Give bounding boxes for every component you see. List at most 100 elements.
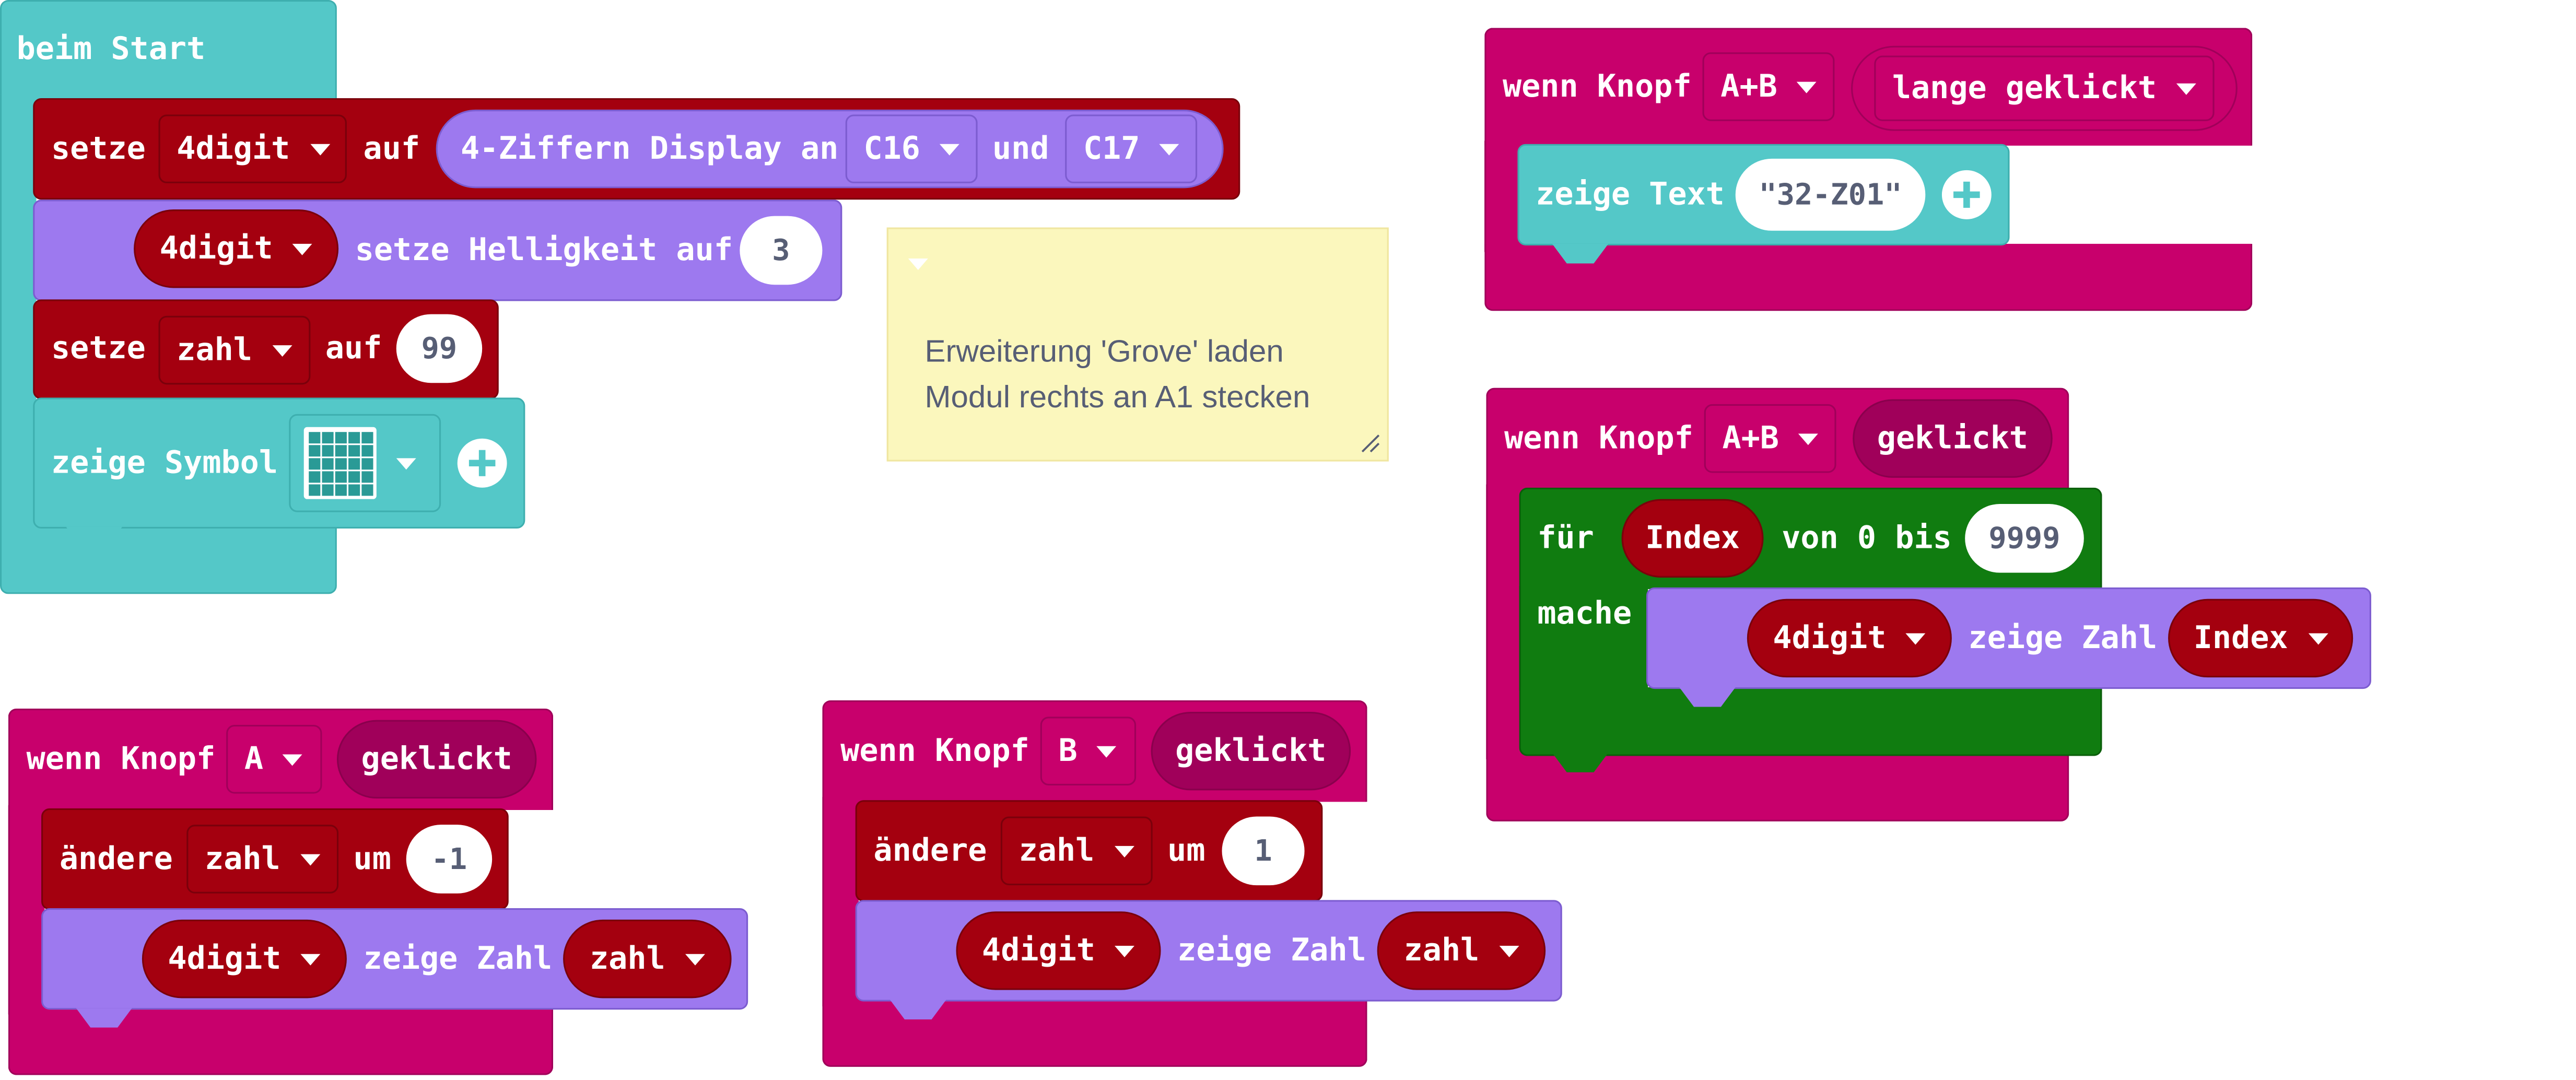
- show-number-label: zeige Zahl: [363, 941, 553, 977]
- var-zahl-reporter[interactable]: zahl: [1377, 911, 1546, 990]
- led-dot: [322, 458, 334, 470]
- var-label: Index: [2193, 620, 2288, 656]
- event-dropdown-clicked[interactable]: geklickt: [1151, 711, 1351, 791]
- comment-text: Erweiterung 'Grove' laden Modul rechts a…: [924, 331, 1310, 422]
- show-icon-block[interactable]: [33, 397, 525, 529]
- led-dot: [361, 471, 373, 483]
- event-label: geklickt: [1877, 420, 2029, 457]
- event-dropdown-long-press[interactable]: lange geklickt: [1851, 45, 2238, 131]
- show-number-label: zeige Zahl: [1177, 932, 1366, 969]
- var-dropdown-zahl[interactable]: zahl: [186, 825, 339, 894]
- event-label: geklickt: [1175, 733, 1327, 769]
- loop-var-reporter[interactable]: Index: [1621, 499, 1764, 578]
- on-start-block[interactable]: [0, 0, 337, 102]
- button-dropdown-b[interactable]: B: [1040, 717, 1137, 785]
- chevron-down-icon: [1114, 845, 1134, 857]
- show-string-label: zeige Text: [1536, 177, 1725, 213]
- display-label: 4-Ziffern Display an: [461, 131, 839, 167]
- button-label: A: [244, 741, 264, 778]
- var-4digit-reporter[interactable]: 4digit: [1747, 598, 1952, 678]
- when-button-label: wenn Knopf: [1504, 420, 1693, 457]
- icon-dropdown[interactable]: [289, 414, 441, 512]
- b-left-rail: [822, 796, 859, 1006]
- workspace-comment[interactable]: Erweiterung 'Grove' laden Modul rechts a…: [886, 227, 1389, 462]
- led-dot: [361, 432, 373, 444]
- resize-handle-icon[interactable]: [1361, 433, 1380, 453]
- var-label: 4digit: [982, 932, 1096, 969]
- add-parameter-icon[interactable]: [457, 438, 507, 488]
- change-label: ändere: [873, 832, 987, 869]
- add-parameter-icon[interactable]: [1941, 170, 1992, 219]
- chevron-down-icon: [300, 853, 320, 865]
- var-dropdown-label: zahl: [205, 841, 280, 877]
- led-dot: [348, 458, 360, 470]
- a-left-rail: [8, 805, 45, 1015]
- when-button-label: wenn Knopf: [840, 733, 1029, 769]
- button-label: A+B: [1722, 420, 1779, 457]
- led-dot: [309, 445, 321, 457]
- change-amount-input[interactable]: -1: [406, 825, 493, 894]
- led-dot: [309, 432, 321, 444]
- chevron-down-icon: [1097, 745, 1117, 757]
- var-dropdown-zahl[interactable]: zahl: [158, 315, 311, 385]
- led-dot: [348, 471, 360, 483]
- zahl-value-input[interactable]: 99: [396, 314, 483, 383]
- button-dropdown-ab[interactable]: A+B: [1702, 52, 1835, 121]
- event-dropdown-clicked[interactable]: geklickt: [336, 720, 537, 799]
- var-dropdown-zahl[interactable]: zahl: [1000, 816, 1153, 886]
- var-4digit-reporter[interactable]: 4digit: [134, 209, 339, 288]
- led-dot: [348, 432, 360, 444]
- event-inner: lange geklickt: [1874, 55, 2215, 121]
- button-dropdown-a[interactable]: A: [226, 725, 322, 794]
- chevron-down-icon: [940, 143, 960, 155]
- event-dropdown-clicked[interactable]: geklickt: [1853, 399, 2053, 478]
- var-4digit-reporter[interactable]: 4digit: [956, 911, 1161, 990]
- button-dropdown-ab[interactable]: A+B: [1704, 404, 1836, 473]
- var-label: 4digit: [168, 941, 282, 977]
- brightness-label: setze Helligkeit auf: [355, 232, 733, 268]
- var-dropdown-4digit[interactable]: 4digit: [158, 114, 347, 183]
- for-label: für: [1537, 520, 1594, 557]
- var-index-reporter[interactable]: Index: [2168, 598, 2353, 678]
- led-dot: [361, 484, 373, 496]
- quote-close: ": [1884, 177, 1902, 212]
- chevron-down-icon: [310, 143, 330, 155]
- show-icon-label: zeige Symbol: [51, 445, 278, 482]
- text-input[interactable]: "32-Z01": [1735, 158, 1926, 231]
- led-dot: [361, 445, 373, 457]
- led-dot: [361, 458, 373, 470]
- chevron-down-icon: [2176, 83, 2197, 95]
- button-label: B: [1058, 733, 1078, 769]
- comment-collapse-icon[interactable]: [908, 259, 928, 270]
- pin-label: C16: [863, 131, 920, 167]
- brightness-input[interactable]: 3: [740, 216, 823, 285]
- to-label: auf: [325, 330, 382, 367]
- var-label: 4digit: [1773, 620, 1887, 656]
- var-4digit-reporter[interactable]: 4digit: [142, 919, 347, 999]
- chevron-down-icon: [2308, 632, 2328, 644]
- pin-dropdown-c17[interactable]: C17: [1065, 114, 1198, 183]
- chevron-down-icon: [396, 457, 416, 469]
- a-footer: [8, 1006, 554, 1075]
- var-dropdown-label: 4digit: [177, 131, 290, 167]
- range-label: von 0 bis: [1782, 520, 1952, 557]
- event-label: geklickt: [361, 741, 512, 778]
- pin-label: C17: [1083, 131, 1140, 167]
- var-label: zahl: [1403, 932, 1480, 969]
- loop-max-input[interactable]: 9999: [1965, 504, 2084, 573]
- comment-line-1: Erweiterung 'Grove' laden: [924, 335, 1284, 370]
- led-dot: [322, 484, 334, 496]
- led-dot: [335, 471, 347, 483]
- chevron-down-icon: [292, 243, 313, 255]
- set-label: setze: [51, 330, 146, 367]
- var-zahl-reporter[interactable]: zahl: [563, 919, 732, 999]
- long-press-left-rail: [1484, 140, 1521, 252]
- change-label: ändere: [59, 841, 173, 877]
- led-dot: [348, 445, 360, 457]
- var-label: zahl: [590, 941, 665, 977]
- pin-dropdown-c16[interactable]: C16: [845, 114, 978, 183]
- change-amount-input[interactable]: 1: [1222, 816, 1305, 886]
- chevron-down-icon: [1115, 945, 1135, 957]
- chevron-down-icon: [272, 344, 292, 356]
- led-dot: [348, 484, 360, 496]
